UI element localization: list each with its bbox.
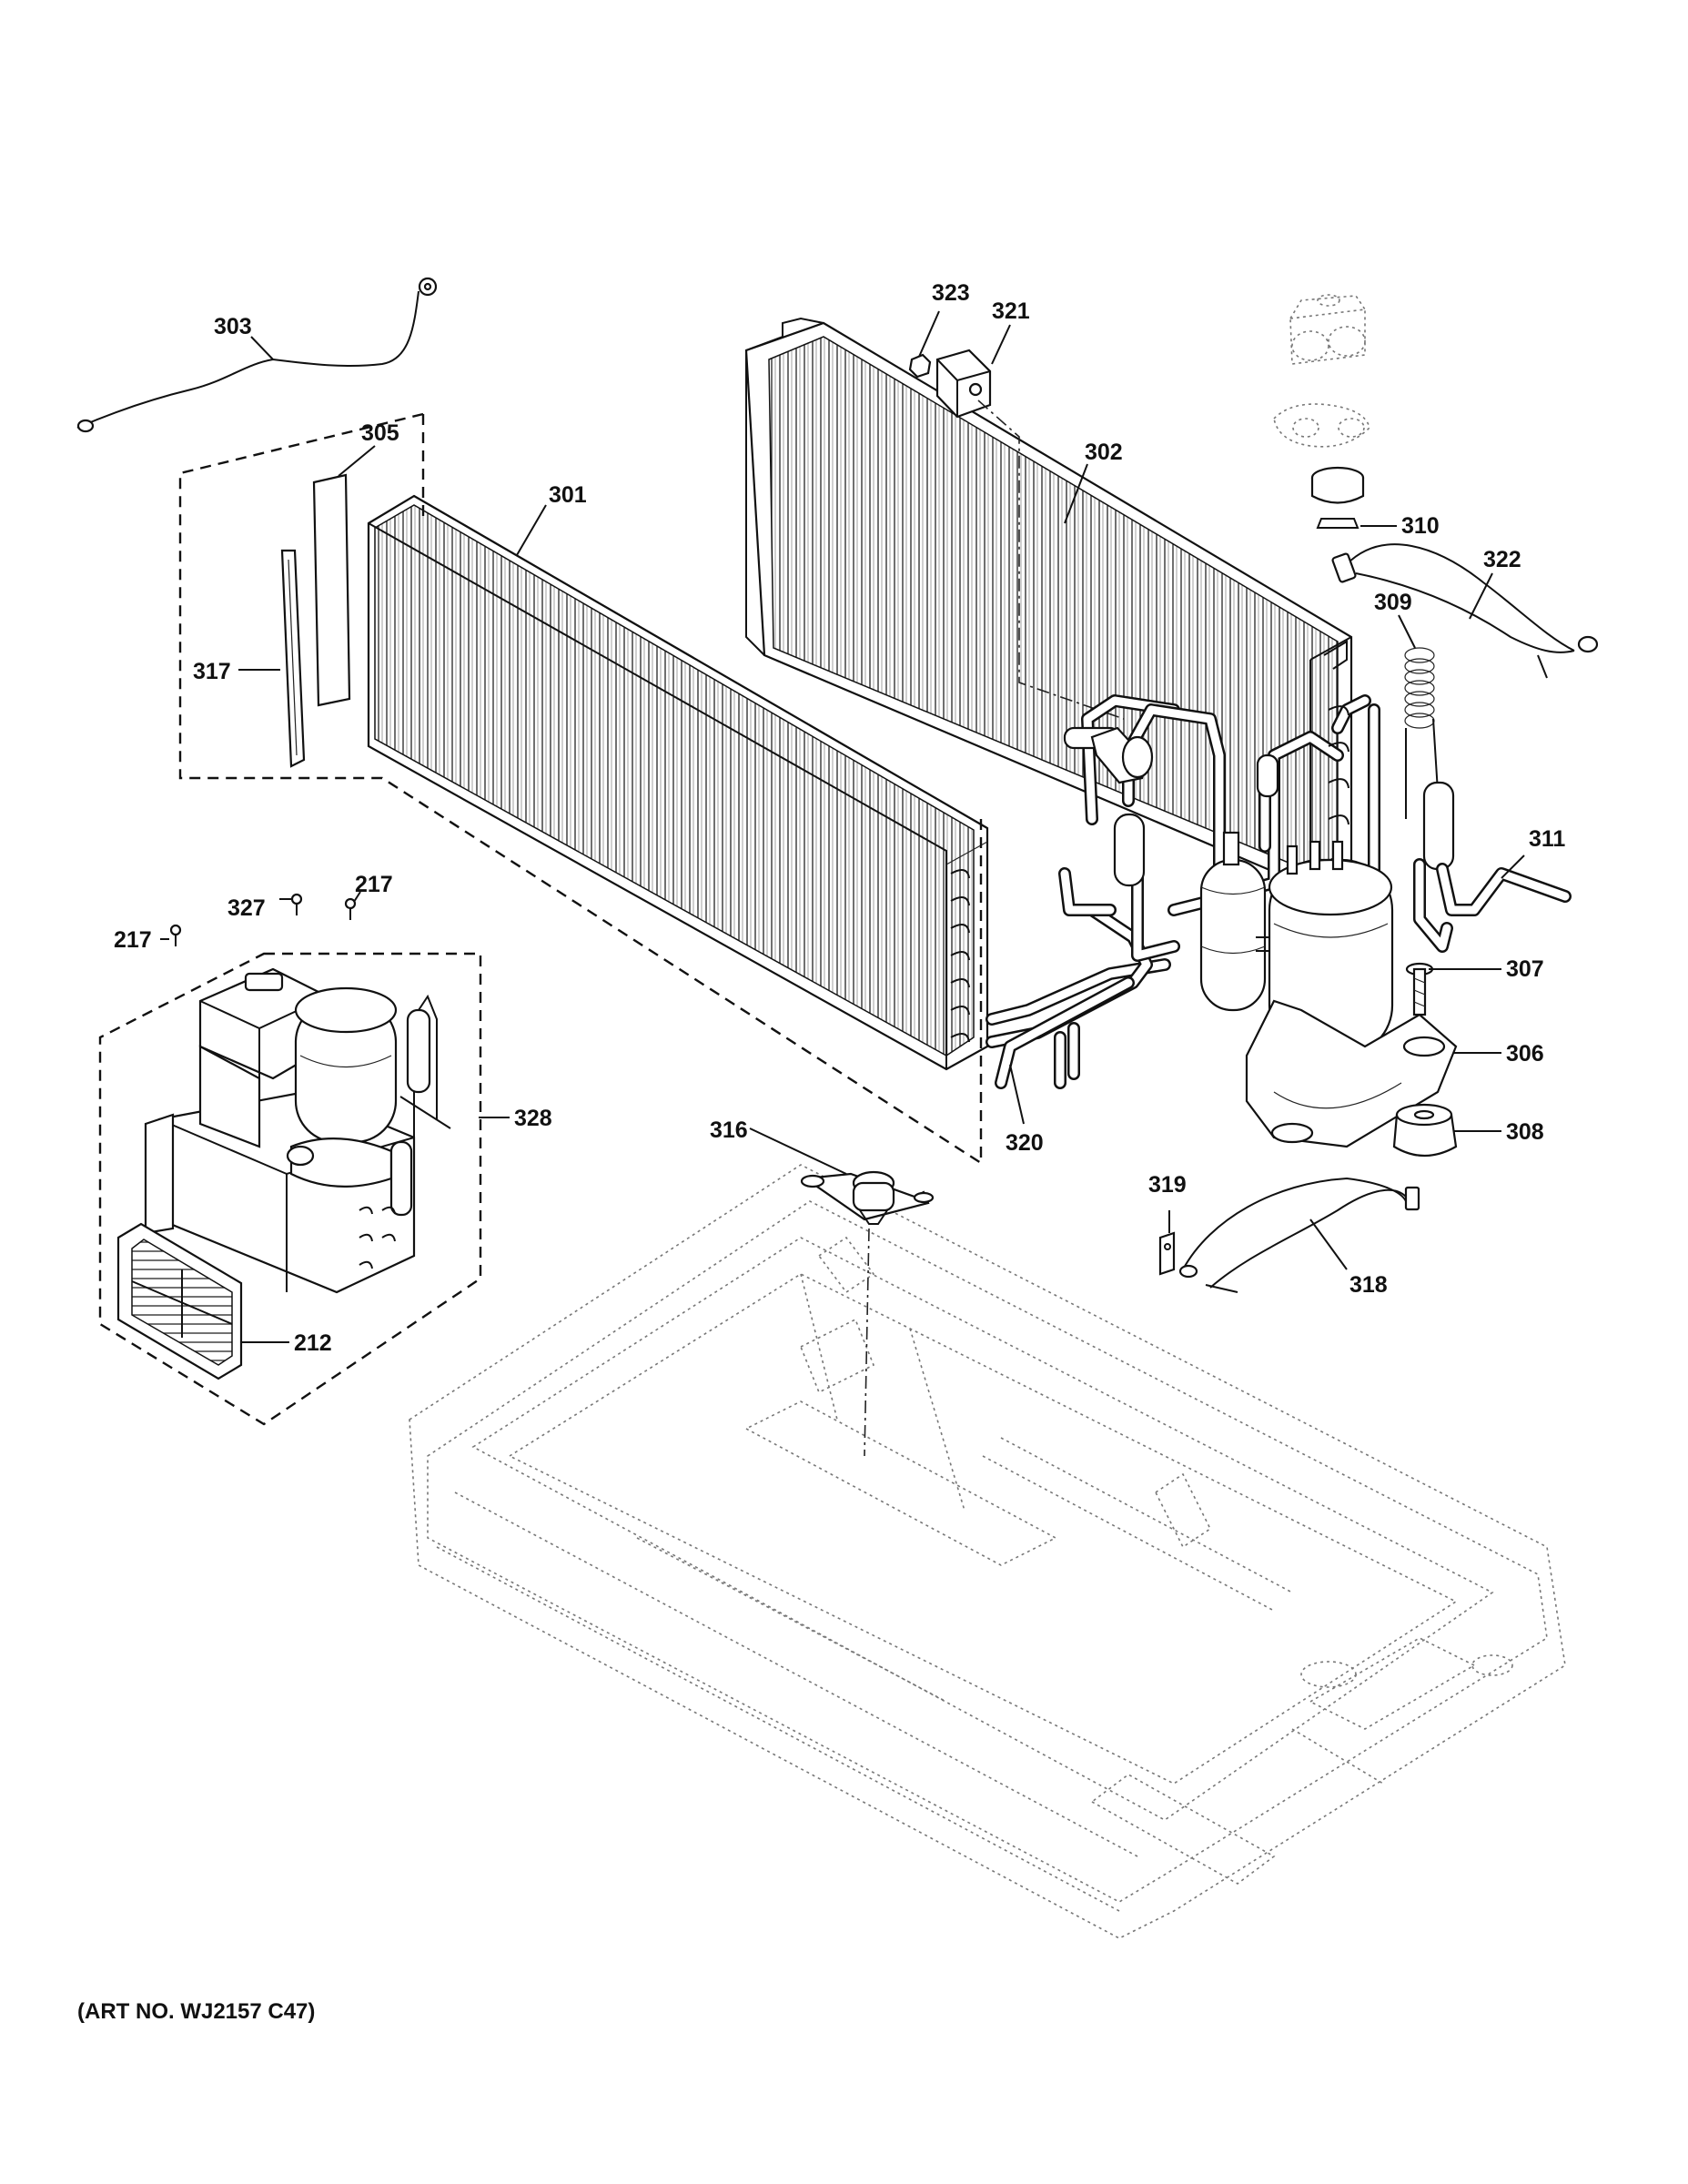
sealed-system-assembly-328 (144, 967, 451, 1294)
callout-317: 317 (193, 659, 231, 684)
nut-323 (908, 353, 932, 379)
sensor-harness-318 (1178, 1177, 1420, 1293)
callout-308: 308 (1506, 1119, 1544, 1145)
callout-309: 309 (1374, 590, 1412, 615)
assembly-outline-coil (178, 412, 983, 1166)
callout-305: 305 (361, 420, 399, 446)
screw-327 (290, 893, 303, 915)
callout-321: 321 (992, 298, 1030, 324)
thermostat-mount-line (864, 1228, 870, 1457)
capacitor-mount-line (977, 399, 1125, 720)
callout-323: 323 (932, 280, 970, 306)
condenser-coil-301 (367, 494, 989, 1071)
callout-307: 307 (1506, 956, 1544, 982)
base-pan (409, 1164, 1566, 1939)
overload-protector-310 (1310, 466, 1365, 529)
foam-seal-305 (312, 473, 351, 707)
thermostat-316 (800, 1170, 935, 1225)
callout-217-left: 217 (114, 927, 152, 953)
grommet-308 (1392, 1103, 1458, 1157)
callout-327: 327 (227, 895, 266, 921)
callout-310: 310 (1401, 513, 1440, 539)
terminal-cover-stack (1273, 294, 1370, 448)
callout-212: 212 (294, 1330, 332, 1356)
wire-harness-322 (1331, 543, 1599, 679)
screw-217-right (344, 897, 357, 920)
capacitor-321 (935, 349, 992, 419)
bolt-307 (1405, 962, 1434, 1016)
strainer-311 (1422, 781, 1572, 916)
callout-316: 316 (710, 1117, 748, 1143)
bracket-317 (280, 549, 306, 768)
screw-217-left (169, 924, 182, 946)
callout-322: 322 (1483, 547, 1521, 572)
callout-328: 328 (514, 1106, 552, 1131)
callout-319: 319 (1148, 1172, 1187, 1198)
callout-318: 318 (1349, 1272, 1388, 1298)
compressor (1268, 840, 1394, 1057)
callout-311: 311 (1529, 826, 1565, 852)
sensor-319 (1158, 1231, 1176, 1276)
reversing-valve (1063, 726, 1279, 887)
ground-wire-303 (76, 277, 438, 433)
callout-217-right: 217 (355, 872, 393, 897)
callout-306: 306 (1506, 1041, 1544, 1067)
assembly-outline-328 (98, 952, 482, 1426)
callout-301: 301 (549, 482, 587, 508)
capillary-coil-309 (1404, 647, 1439, 819)
callout-302: 302 (1085, 440, 1123, 465)
leader-lines (160, 310, 1525, 1343)
cover-212 (116, 1222, 243, 1380)
art-number: (ART NO. WJ2157 C47) (77, 1999, 315, 2024)
callout-320: 320 (1006, 1130, 1044, 1156)
callout-labels: 303 305 301 317 323 321 302 310 322 309 … (114, 280, 1565, 1356)
callout-303: 303 (214, 314, 252, 339)
